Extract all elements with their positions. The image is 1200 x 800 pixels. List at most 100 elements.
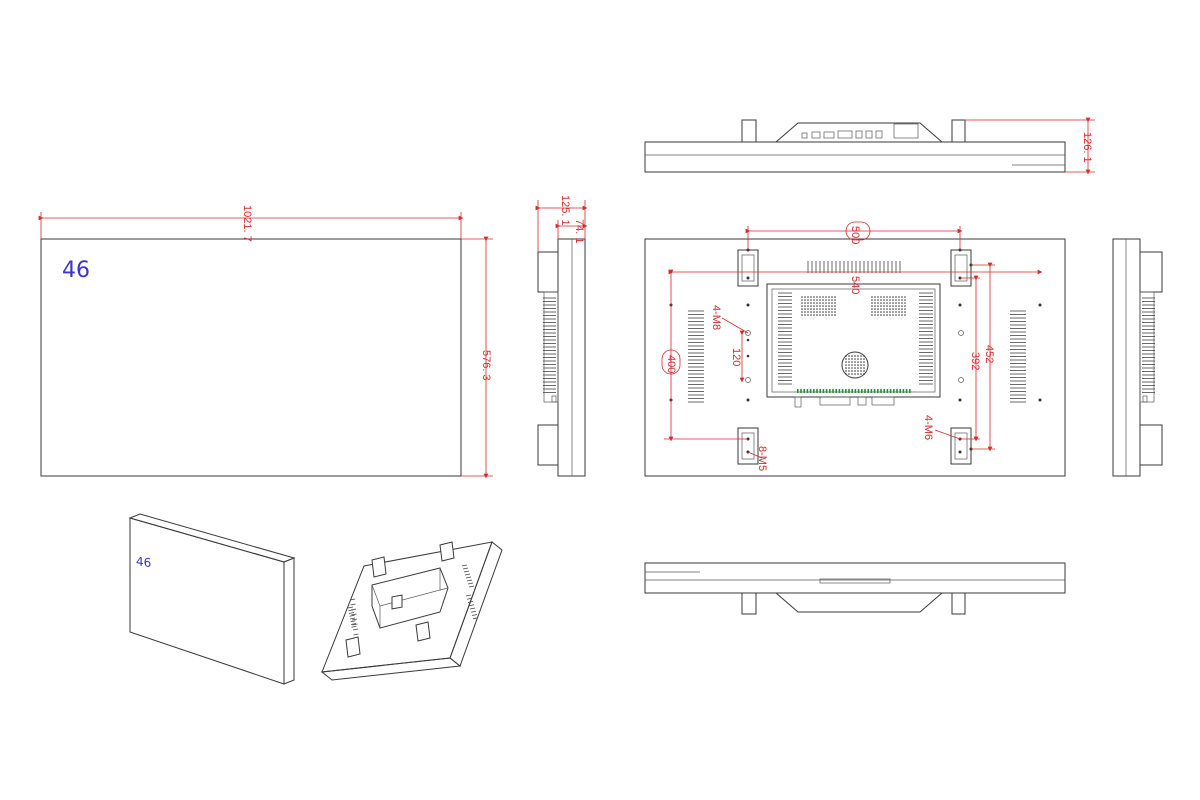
grill-hole bbox=[857, 370, 859, 372]
grill-hole bbox=[819, 299, 821, 301]
iso-vents bbox=[347, 564, 479, 636]
rear-right-vents bbox=[1010, 310, 1026, 403]
grill-hole bbox=[828, 299, 830, 301]
grill-hole bbox=[871, 308, 873, 310]
grill-hole bbox=[854, 358, 856, 360]
grill-hole bbox=[825, 305, 827, 307]
connector-pin bbox=[864, 389, 866, 393]
grill-hole bbox=[877, 311, 879, 313]
grill-hole bbox=[863, 370, 865, 372]
grill-hole bbox=[845, 355, 847, 357]
iso-fan-icon bbox=[391, 594, 403, 610]
vent-slot bbox=[351, 618, 358, 621]
grill-hole bbox=[804, 308, 806, 310]
front-width-value: 1021. 7 bbox=[241, 205, 253, 242]
grill-hole bbox=[883, 308, 885, 310]
grill-hole bbox=[804, 299, 806, 301]
grill-hole bbox=[871, 314, 873, 316]
grill-hole bbox=[889, 311, 891, 313]
grill-hole bbox=[825, 296, 827, 298]
grill-hole bbox=[845, 370, 847, 372]
callout-4-m8: 4-M8 bbox=[710, 305, 749, 334]
grill-hole bbox=[892, 308, 894, 310]
side-depth-dimension: 125. 1 74. 1 bbox=[535, 195, 588, 252]
grill-hole bbox=[831, 305, 833, 307]
iso-rear-bottom-edge bbox=[320, 657, 462, 681]
grill-hole bbox=[845, 367, 847, 369]
grill-hole bbox=[889, 314, 891, 316]
connector-pin bbox=[883, 389, 885, 393]
grill-hole bbox=[813, 305, 815, 307]
grill-hole bbox=[877, 305, 879, 307]
top-bracket-right bbox=[951, 119, 966, 142]
iso-rear-view bbox=[320, 541, 503, 681]
grill-hole bbox=[825, 314, 827, 316]
grill-hole bbox=[831, 299, 833, 301]
vesa-392-value: 392 bbox=[969, 352, 981, 370]
rear-vesa-120-dimension: 120 bbox=[730, 330, 745, 383]
connector-pin bbox=[848, 389, 850, 393]
vent-slot bbox=[350, 620, 356, 623]
grill-hole bbox=[863, 358, 865, 360]
grill-hole bbox=[886, 308, 888, 310]
grill-hole bbox=[831, 296, 833, 298]
vent-slot bbox=[350, 623, 357, 625]
grill-hole bbox=[892, 302, 894, 304]
grill-hole bbox=[819, 311, 821, 313]
grill-hole bbox=[848, 373, 850, 375]
connector-pin bbox=[867, 389, 869, 393]
front-panel-outline bbox=[40, 238, 462, 477]
grill-hole bbox=[863, 364, 865, 366]
rear-view: 500 540 400 120 452 392 bbox=[644, 221, 1066, 477]
grill-hole bbox=[848, 364, 850, 366]
grill-hole bbox=[801, 305, 803, 307]
top-depth-value: 126. 1 bbox=[1081, 132, 1093, 163]
rear-vesa-400-dimension: 400 bbox=[661, 269, 748, 442]
right-side-view bbox=[1112, 238, 1163, 477]
grill-hole bbox=[848, 370, 850, 372]
grill-hole bbox=[860, 355, 862, 357]
front-model-label: 46 bbox=[62, 258, 90, 283]
grill-hole bbox=[848, 355, 850, 357]
iso-model-label: 46 bbox=[136, 554, 151, 570]
connector-pin bbox=[806, 389, 809, 393]
vent-slot bbox=[468, 585, 475, 588]
grill-hole bbox=[871, 296, 873, 298]
grill-hole bbox=[828, 305, 830, 307]
grill-hole bbox=[813, 311, 815, 313]
grill-hole bbox=[895, 302, 897, 304]
grill-hole bbox=[834, 296, 836, 298]
grill-hole bbox=[895, 308, 897, 310]
grill-hole bbox=[877, 302, 879, 304]
iso-rear-side-edge bbox=[449, 541, 503, 667]
callout-4-m6-text: 4-M6 bbox=[922, 415, 934, 440]
grill-hole bbox=[898, 311, 900, 313]
grill-hole bbox=[904, 302, 906, 304]
grill-hole bbox=[813, 299, 815, 301]
grill-hole bbox=[810, 296, 812, 298]
grill-hole bbox=[828, 314, 830, 316]
vent-slot bbox=[352, 628, 359, 631]
front-view: 46 1021. 7 576. 3 bbox=[38, 205, 493, 479]
grill-hole bbox=[845, 361, 847, 363]
vesa-452-value: 452 bbox=[983, 345, 995, 363]
vent-slot bbox=[471, 614, 478, 616]
grill-hole bbox=[804, 296, 806, 298]
connector-pin bbox=[854, 389, 857, 393]
grill-hole bbox=[851, 355, 853, 357]
grill-hole bbox=[848, 358, 850, 360]
grill-hole bbox=[886, 314, 888, 316]
grill-hole bbox=[886, 299, 888, 301]
rear-vesa-500-dimension: 500 bbox=[745, 221, 963, 250]
connector-pin bbox=[873, 389, 876, 393]
grill-hole bbox=[889, 308, 891, 310]
grill-hole bbox=[883, 311, 885, 313]
iso-side-edge bbox=[283, 557, 295, 685]
grill-hole bbox=[816, 308, 818, 310]
vent-slot bbox=[348, 612, 355, 614]
grill-hole bbox=[854, 370, 856, 372]
grill-hole bbox=[895, 314, 897, 316]
grill-hole bbox=[822, 308, 824, 310]
side-bracket-top bbox=[537, 251, 559, 293]
grill-hole bbox=[813, 314, 815, 316]
